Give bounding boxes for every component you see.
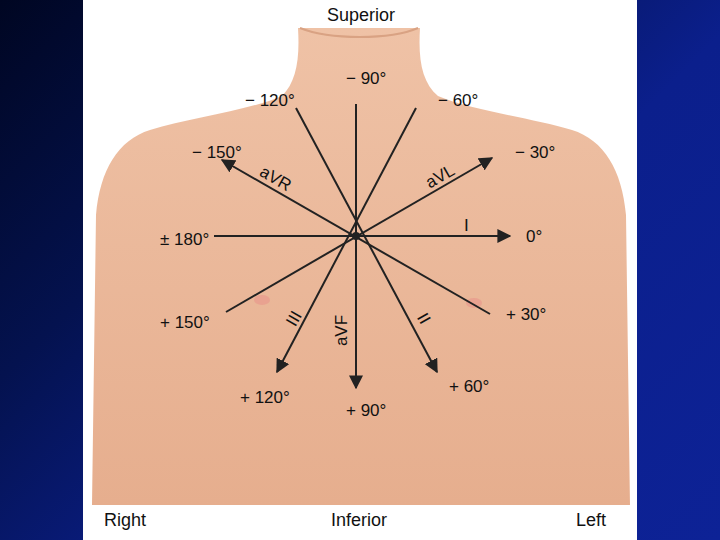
neck-shade	[300, 28, 418, 37]
degree-label: 0°	[526, 228, 542, 245]
direction-label: Inferior	[331, 511, 387, 529]
axis-center	[352, 232, 360, 240]
nipple	[254, 295, 270, 305]
direction-label: Superior	[327, 6, 395, 24]
picture-panel	[83, 0, 637, 540]
degree-label: + 90°	[346, 402, 386, 419]
degree-label: − 150°	[192, 144, 242, 161]
torso-figure	[92, 28, 630, 505]
degree-label: + 30°	[506, 306, 546, 323]
direction-label: Left	[576, 511, 606, 529]
lead-name: aVF	[333, 315, 350, 346]
degree-label: − 120°	[245, 92, 295, 109]
avr-axis	[222, 160, 490, 314]
avl-axis	[226, 158, 492, 312]
degree-label: + 60°	[449, 378, 489, 395]
degree-label: ± 180°	[160, 231, 209, 248]
i-axis	[214, 235, 510, 237]
lead-name: I	[464, 217, 469, 234]
nipple	[466, 298, 482, 308]
avf-axis	[355, 104, 357, 388]
degree-label: + 120°	[240, 389, 290, 406]
ii-axis	[296, 108, 437, 372]
degree-label: − 60°	[438, 92, 478, 109]
iii-axis	[277, 108, 416, 372]
degree-label: − 90°	[346, 70, 386, 87]
degree-label: + 150°	[160, 314, 210, 331]
direction-label: Right	[104, 511, 146, 529]
degree-label: − 30°	[515, 144, 555, 161]
